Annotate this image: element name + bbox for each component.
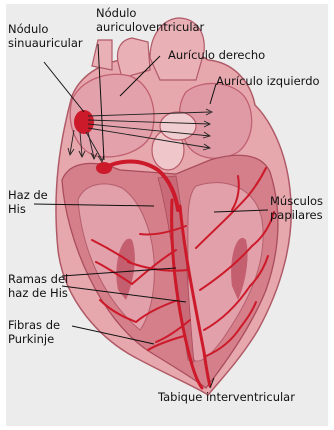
pulmonary-valve xyxy=(160,112,196,140)
label-haz-de-his: Haz de His xyxy=(8,188,48,216)
label-musculos-papilares: Músculos papilares xyxy=(270,194,323,222)
label-nodulo-sinuauricular: Nódulo sinuauricular xyxy=(8,22,83,50)
pulmonary-trunk xyxy=(118,38,150,78)
label-tabique-interventricular: Tabique interventricular xyxy=(158,390,295,404)
label-auriculo-derecho: Aurículo derecho xyxy=(168,48,265,62)
label-nodulo-auriculoventricular: Nódulo auriculoventricular xyxy=(96,6,204,34)
label-ramas-del-haz-de-his: Ramas del haz de His xyxy=(8,272,68,300)
label-auriculo-izquierdo: Aurículo izquierdo xyxy=(216,74,320,88)
sa-node xyxy=(74,110,94,134)
label-fibras-de-purkinje: Fibras de Purkinje xyxy=(8,318,60,346)
